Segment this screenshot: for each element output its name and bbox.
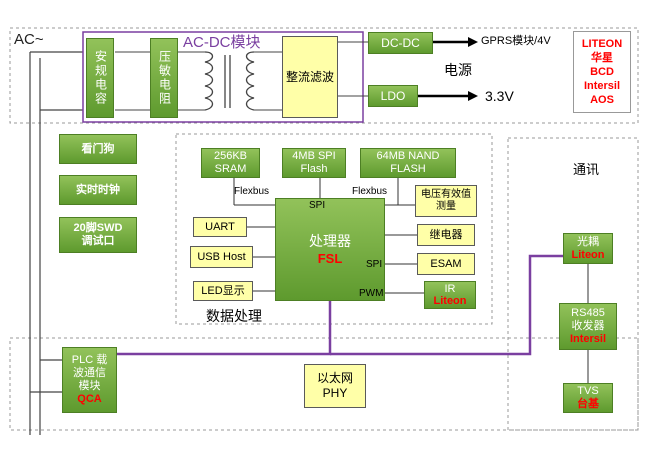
spi-right-label: SPI [366, 259, 383, 270]
plc-vendor: QCA [77, 393, 102, 405]
voltage-measure-box[interactable]: 电压有效值测量 [415, 185, 477, 217]
ir-vendor: Liteon [433, 295, 467, 307]
pwm-label: PWM [359, 288, 384, 299]
bus-region [9, 337, 639, 431]
vendor-aos: AOS [590, 94, 614, 106]
ac-label: AC~ [14, 31, 44, 48]
ir-label: IR [444, 283, 456, 295]
data-processing-region [175, 133, 493, 325]
sram-box[interactable]: 256KB SRAM [201, 148, 260, 178]
vendor-intersil: Intersil [583, 80, 621, 92]
comm-region [507, 137, 639, 431]
optocoupler-vendor: Liteon [571, 248, 605, 261]
safety-capacitor-label: 安规电容 [93, 50, 108, 106]
rs485-label: RS485 收发器 [571, 307, 605, 332]
led-display-box[interactable]: LED显示 [193, 281, 253, 301]
safety-capacitor-box[interactable]: 安规电容 [86, 38, 114, 118]
power-vendor-box: LITEON 华星 BCD Intersil AOS [573, 31, 631, 113]
gprs-label: GPRS模块/4V [481, 35, 551, 47]
rs485-vendor: Intersil [569, 333, 607, 345]
tvs-label: TVS [577, 385, 599, 397]
vendor-huaxing: 华星 [591, 52, 613, 64]
plc-label: PLC 载波通信模块 [71, 354, 108, 392]
flexbus-left-label: Flexbus [234, 186, 270, 197]
ldo-box[interactable]: LDO [368, 85, 418, 107]
tvs-vendor: 台基 [577, 398, 599, 410]
rs485-transceiver-box[interactable]: RS485 收发器 Intersil [559, 303, 617, 350]
rectifier-filter-box[interactable]: 整流滤波 [282, 36, 338, 118]
watchdog-box[interactable]: 看门狗 [59, 134, 137, 164]
plc-module-box[interactable]: PLC 载波通信模块 QCA [62, 347, 117, 413]
swd-debug-box[interactable]: 20脚SWD 调试口 [59, 217, 137, 253]
comm-bus [117, 254, 563, 356]
optocoupler-box[interactable]: 光耦 Liteon [563, 233, 613, 264]
esam-box[interactable]: ESAM [417, 253, 475, 275]
dcdc-box[interactable]: DC-DC [368, 32, 433, 54]
usb-host-box[interactable]: USB Host [190, 246, 253, 268]
rtc-box[interactable]: 实时时钟 [59, 175, 137, 205]
processor-name: 处理器 [309, 232, 351, 249]
uart-box[interactable]: UART [193, 217, 247, 237]
tvs-box[interactable]: TVS 台基 [563, 383, 613, 413]
power-section-title: 电源 [444, 62, 472, 78]
optocoupler-label: 光耦 [577, 235, 599, 248]
spi-flash-box[interactable]: 4MB SPI Flash [282, 148, 346, 178]
data-processing-label: 数据处理 [206, 308, 262, 324]
nand-flash-box[interactable]: 64MB NAND FLASH [360, 148, 456, 178]
processor-box[interactable]: 处理器 FSL [275, 198, 385, 301]
arrow-gprs-icon [468, 37, 478, 47]
vendor-liteon: LITEON [581, 38, 623, 50]
ir-box[interactable]: IR Liteon [424, 281, 476, 309]
arrow-3v3-icon [468, 91, 478, 101]
processor-vendor: FSL [317, 250, 343, 266]
flexbus-right-label: Flexbus [352, 186, 388, 197]
spi-top-label: SPI [309, 200, 326, 211]
comm-section-title: 通讯 [573, 162, 600, 177]
ethernet-phy-box[interactable]: 以太网 PHY [304, 364, 366, 408]
v33-label: 3.3V [485, 88, 514, 104]
relay-box[interactable]: 继电器 [417, 224, 475, 246]
varistor-label: 压敏电阻 [157, 50, 172, 106]
power-region [9, 27, 639, 124]
varistor-box[interactable]: 压敏电阻 [150, 38, 178, 118]
vendor-bcd: BCD [590, 66, 614, 78]
acdc-module-outline [82, 31, 364, 123]
transformer-icon [204, 51, 255, 111]
acdc-module-title: AC-DC模块 [183, 34, 261, 51]
